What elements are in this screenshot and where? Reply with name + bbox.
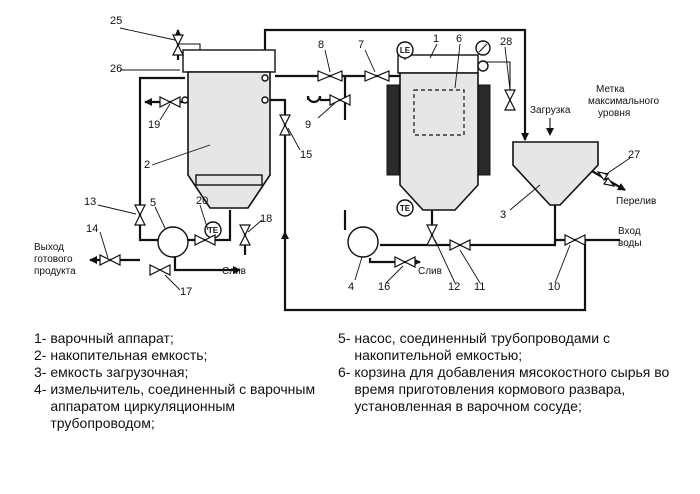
num-13: 13 [84, 196, 96, 208]
num-19: 27 [628, 149, 640, 161]
num-3: 3 [500, 209, 506, 221]
legend-item-5: 5- насос, соединенный трубопроводами с н… [338, 330, 610, 363]
level-sensor: LE [396, 41, 414, 60]
num-1: 1 [433, 33, 439, 45]
num-2: 2 [144, 159, 150, 171]
storage-tank-2 [182, 49, 276, 209]
num-28: 26 [110, 63, 122, 75]
loading-label: Загрузка [530, 105, 571, 116]
drain-label-middle: Слив [418, 266, 442, 277]
legend-right: 5- насос, соединенный трубопроводами с н… [338, 330, 678, 415]
overflow-label: Перелив [616, 196, 656, 207]
num-14: 14 [86, 223, 98, 235]
process-flow-diagram: LE TE TE [34, 15, 660, 312]
pressure-gauge-icon [475, 40, 491, 72]
num-26: 28 [500, 36, 512, 48]
svg-text:TE: TE [400, 204, 411, 213]
legend-item-1: 1- варочный аппарат; [34, 330, 174, 346]
legend-item-3: 3- емкость загрузочная; [34, 364, 189, 380]
num-15: 15 [300, 149, 312, 161]
num-20: 20 [196, 195, 208, 207]
num-6: 6 [456, 33, 462, 45]
num-5: 5 [150, 197, 156, 209]
num-10: 10 [548, 281, 560, 293]
num-11: 11 [474, 281, 485, 293]
num-27: 25 [110, 15, 122, 27]
num-16: 16 [378, 281, 390, 293]
grinder-4 [347, 226, 379, 258]
hook-9 [306, 95, 322, 104]
basket-6 [413, 89, 465, 136]
svg-text:TE: TE [208, 226, 219, 235]
legend-item-4: 4- измельчитель, соединенный с варочным … [34, 381, 316, 431]
num-25: 19 [148, 119, 160, 131]
component-numbers: 25 26 19 2 13 14 5 20 17 18 15 9 8 7 1 6… [84, 15, 640, 298]
num-17: 17 [180, 286, 192, 298]
legend-item-2: 2- накопительная емкость; [34, 347, 208, 363]
cooker-1 [386, 54, 491, 211]
num-9: 9 [305, 119, 311, 131]
temperature-sensor-cooker: TE [396, 199, 414, 217]
legend-item-6: 6- корзина для добавления мясокостного с… [338, 364, 670, 414]
num-18: 18 [260, 213, 272, 225]
num-7: 7 [358, 39, 364, 51]
drain-label-left: Слив [222, 266, 246, 277]
pump-5 [157, 226, 189, 258]
legend-left: 1- варочный аппарат; 2- накопительная ем… [34, 330, 324, 432]
num-12: 12 [448, 281, 460, 293]
loading-hopper-3 [512, 141, 599, 206]
num-8: 8 [318, 39, 324, 51]
valves [99, 34, 616, 276]
svg-text:LE: LE [400, 46, 411, 55]
leader-lines [97, 27, 631, 291]
num-4: 4 [348, 281, 354, 293]
